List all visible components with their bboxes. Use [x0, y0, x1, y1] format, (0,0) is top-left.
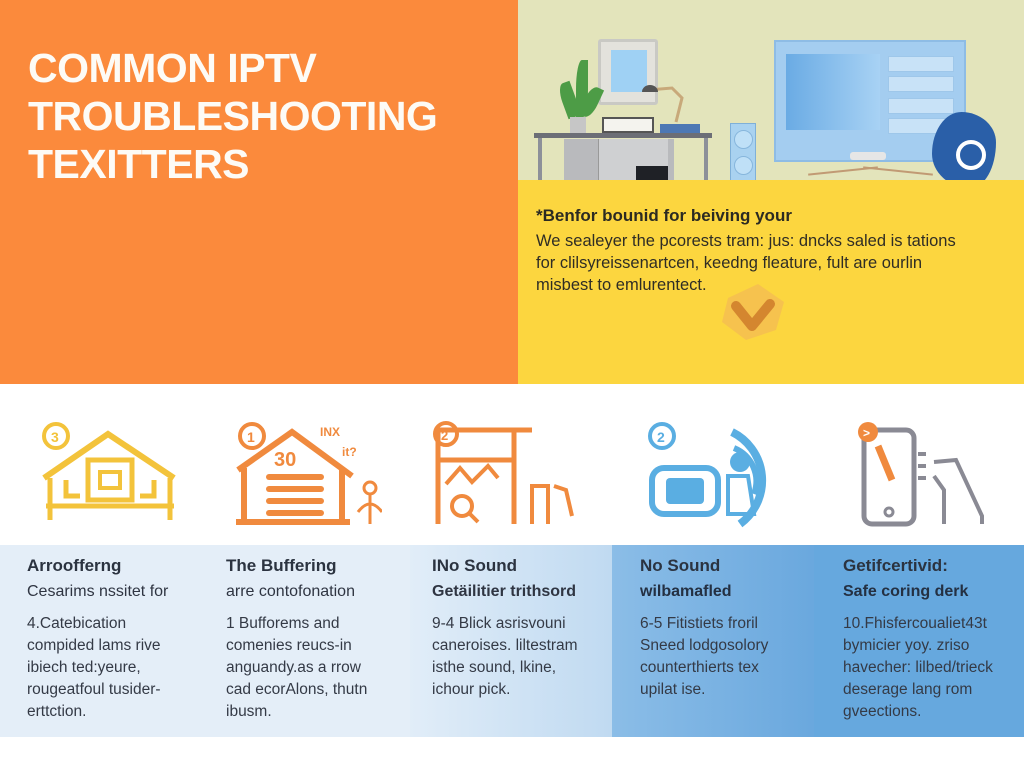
remote-ring-icon — [956, 140, 986, 170]
speaker-icon — [730, 123, 756, 180]
card-no-sound-2: No Sound wilbamafled 6-5 Fitistiets fror… — [612, 545, 814, 737]
card-body-line: bymicier yoy. zriso — [843, 637, 970, 654]
card-body-line: 9-4 Blick asrisvouni — [432, 615, 566, 632]
house-icon: 3 — [42, 422, 176, 520]
card-body: 6-5 Fitistiets froril Sneed lodgosolory … — [640, 613, 814, 701]
card-body-line: Sneed lodgosolory — [640, 637, 769, 654]
card-body-line: caneroises. liltestram — [432, 637, 578, 654]
card-title: No Sound — [640, 556, 721, 575]
card-subtitle: arre contofonation — [226, 583, 355, 600]
promo-line: for clilsyreissenartcen, keedng fleature… — [536, 254, 923, 272]
card-buffering: The Buffering arre contofonation 1 Buffo… — [206, 545, 410, 737]
svg-text:2: 2 — [441, 428, 448, 443]
card-body-line: ibusm. — [226, 703, 272, 720]
card-safe-coring: Getifcertivid: Safe coring derk 10.Fhisf… — [814, 545, 1024, 737]
frame-magnifier-icon: 2 — [433, 421, 574, 524]
promo-line: We sealeyer the pcorests tram: jus: dnck… — [536, 232, 956, 250]
computer-wifi-icon: 2 — [648, 422, 767, 528]
card-subtitle: Safe coring derk — [843, 583, 969, 600]
desk-icon — [534, 133, 712, 138]
tv-panel — [888, 56, 954, 72]
room-illustration — [518, 0, 1024, 180]
garage-buffering-icon: 1 30 INX it? — [236, 422, 382, 525]
footer-strip — [0, 737, 1024, 769]
promo-body: We sealeyer the pcorests tram: jus: dnck… — [536, 230, 1016, 296]
house-badge: 3 — [51, 429, 59, 445]
title-line-3: TEXITTERS — [28, 141, 250, 187]
card-body-line: compided lams rive — [27, 637, 161, 654]
tv-panel — [888, 98, 954, 114]
card-subtitle: wilbamafled — [640, 583, 732, 600]
card-title: INo Sound — [432, 556, 517, 575]
card-body: 9-4 Blick asrisvouni caneroises. liltest… — [432, 613, 612, 701]
card-body: 4.Catebication compided lams rive ibiech… — [27, 613, 206, 723]
card-body-line: upilat ise. — [640, 681, 706, 698]
books-icon — [660, 124, 700, 133]
svg-text:>: > — [863, 426, 870, 440]
card-body-line: cad ecorAlons, thutn — [226, 681, 368, 698]
card-body-line: 10.Fhisfercoualiet43t — [843, 615, 987, 632]
phone-hand-icon: > — [858, 422, 984, 527]
card-body: 10.Fhisfercoualiet43t bymicier yoy. zris… — [843, 613, 1024, 723]
card-body-line: 1 Bufforems and — [226, 615, 340, 632]
promo-line: misbest to emlurentect. — [536, 276, 707, 294]
card-no-sound-1: INo Sound Getäilitier trithsord 9-4 Blic… — [410, 545, 612, 737]
checkmark-badge-icon — [722, 284, 784, 340]
card-body-line: ichour pick. — [432, 681, 511, 698]
desk-lamp-icon — [642, 85, 684, 123]
card-body-line: isthe sound, lkine, — [432, 659, 557, 676]
card-body-line: erttction. — [27, 703, 87, 720]
svg-text:INX: INX — [320, 425, 340, 439]
promo-panel: *Benfor bounid for beiving your We seale… — [518, 180, 1024, 384]
desk-drawer-dark — [636, 166, 668, 180]
card-body-line: comenies reucs-in — [226, 637, 352, 654]
page-title: COMMON IPTV TROUBLESHOOTING TEXITTERS — [28, 44, 438, 188]
card-body-line: havecher: lilbed/trieck — [843, 659, 993, 676]
icons-row: 3 1 30 INX it? 2 2 — [0, 384, 1024, 544]
card-body-line: rougeatfoul tusider- — [27, 681, 161, 698]
card-body-line: deserage lang rom — [843, 681, 973, 698]
card-body-line: 4.Catebication — [27, 615, 127, 632]
card-title: Getifcertivid: — [843, 556, 948, 575]
card-subtitle: Cesarims nssitet for — [27, 583, 169, 600]
card-body-line: anguandy.as a rrow — [226, 659, 361, 676]
card-subtitle: Getäilitier trithsord — [432, 583, 577, 600]
card-body-line: gveections. — [843, 703, 922, 720]
hero-title-panel: COMMON IPTV TROUBLESHOOTING TEXITTERS — [0, 0, 518, 384]
title-line-2: TROUBLESHOOTING — [28, 93, 438, 139]
card-body-line: 6-5 Fitistiets froril — [640, 615, 758, 632]
desk-leg — [538, 138, 542, 180]
plant-pot-icon — [570, 117, 586, 133]
device-box-icon — [602, 117, 654, 133]
card-body-line: counterthierts tex — [640, 659, 759, 676]
card-intro: Arroofferng Cesarims nssitet for 4.Cateb… — [0, 545, 206, 737]
card-body: 1 Bufforems and comenies reucs-in anguan… — [226, 613, 410, 723]
troubleshooting-cards: Arroofferng Cesarims nssitet for 4.Cateb… — [0, 545, 1024, 737]
svg-text:2: 2 — [657, 429, 665, 445]
picture-frame-icon — [598, 39, 658, 105]
svg-text:1: 1 — [247, 429, 255, 445]
desk-leg — [704, 138, 708, 180]
buffer-count: 30 — [274, 449, 296, 471]
title-line-1: COMMON IPTV — [28, 45, 317, 91]
tv-panel — [888, 76, 954, 92]
card-title: The Buffering — [226, 556, 337, 575]
tv-leg — [863, 166, 933, 176]
tv-screen — [786, 54, 880, 130]
card-body-line: ibiech ted:yeure, — [27, 659, 141, 676]
svg-text:it?: it? — [342, 445, 357, 459]
card-title: Arroofferng — [27, 556, 122, 575]
tv-stand — [850, 152, 886, 160]
promo-heading: *Benfor bounid for beiving your — [536, 206, 792, 225]
